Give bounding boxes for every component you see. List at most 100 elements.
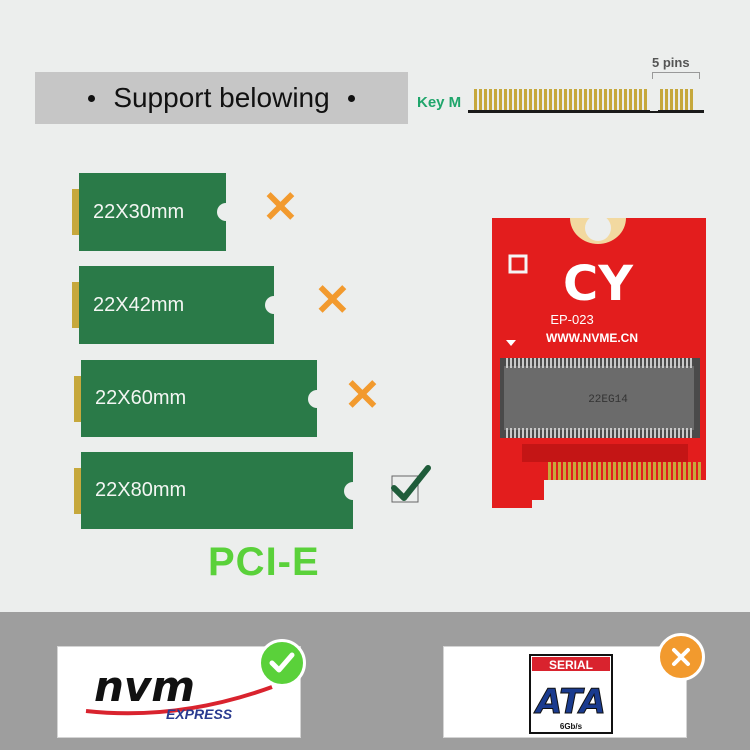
pin: [542, 358, 544, 368]
pin: [484, 89, 487, 110]
pin: [626, 428, 628, 438]
card-edge-connector: [74, 468, 81, 514]
card-edge-connector: [72, 189, 79, 235]
pin: [643, 462, 646, 480]
pin: [546, 358, 548, 368]
pin: [518, 358, 520, 368]
pin: [618, 358, 620, 368]
svg-text:SERIAL: SERIAL: [549, 658, 593, 672]
pin: [662, 428, 664, 438]
pin: [564, 89, 567, 110]
pin: [529, 89, 532, 110]
pin: [638, 358, 640, 368]
pin: [658, 462, 661, 480]
pin: [678, 358, 680, 368]
nvme-logo: nvm EXPRESS: [85, 662, 273, 722]
pin: [544, 89, 547, 110]
pin: [686, 358, 688, 368]
pin: [546, 428, 548, 438]
nvme-supported-check-icon: [258, 639, 306, 687]
pin: [614, 89, 617, 110]
pin: [675, 89, 678, 110]
pin: [606, 428, 608, 438]
pin: [514, 89, 517, 110]
pin: [570, 358, 572, 368]
pin: [504, 89, 507, 110]
pcie-label: PCI-E: [208, 540, 320, 584]
pin: [584, 89, 587, 110]
pin: [685, 89, 688, 110]
pin: [666, 428, 668, 438]
board-brand: CY: [563, 256, 634, 312]
pin: [686, 428, 688, 438]
pin: [680, 89, 683, 110]
pin: [678, 428, 680, 438]
card-label: 22X60mm: [95, 387, 187, 409]
pin: [579, 89, 582, 110]
card-edge-connector: [72, 282, 79, 328]
card-notch: [344, 481, 362, 500]
pin: [530, 428, 532, 438]
pin: [618, 428, 620, 438]
pin: [668, 462, 671, 480]
pin: [514, 428, 516, 438]
ssd-card-2230: 22X30mm: [72, 173, 235, 251]
pin: [542, 428, 544, 438]
pin: [526, 428, 528, 438]
pin: [550, 358, 552, 368]
ssd-card-2260: 22X60mm: [74, 360, 326, 437]
pin: [646, 428, 648, 438]
pin: [646, 358, 648, 368]
pin: [510, 358, 512, 368]
pin: [603, 462, 606, 480]
board-model: EP-023: [550, 312, 593, 327]
bullet-icon: [347, 94, 355, 102]
pin: [562, 358, 564, 368]
pin: [509, 89, 512, 110]
pin: [662, 358, 664, 368]
pin: [628, 462, 631, 480]
pin: [598, 462, 601, 480]
svg-text:nvm: nvm: [94, 662, 195, 711]
pin: [559, 89, 562, 110]
card-notch: [217, 203, 235, 221]
pin: [598, 428, 600, 438]
pin: [613, 462, 616, 480]
pin: [634, 358, 636, 368]
svg-text:ATA: ATA: [533, 682, 606, 722]
pin: [568, 462, 571, 480]
pin: [688, 462, 691, 480]
pin: [642, 428, 644, 438]
pin: [644, 89, 647, 110]
pin: [650, 428, 652, 438]
pin: [550, 428, 552, 438]
pin: [604, 89, 607, 110]
key-m-label: Key M: [417, 94, 462, 111]
pin: [590, 358, 592, 368]
sata-unsupported-cross-icon: [657, 633, 705, 681]
pin: [582, 428, 584, 438]
pin: [499, 89, 502, 110]
pin: [630, 428, 632, 438]
pin: [582, 358, 584, 368]
pin: [589, 89, 592, 110]
pin: [583, 462, 586, 480]
bullet-icon: [88, 94, 96, 102]
pin: [654, 358, 656, 368]
pin: [622, 428, 624, 438]
sata-logo-box: SERIAL ATA 6Gb/s: [443, 646, 687, 738]
pin: [506, 428, 508, 438]
pin: [586, 358, 588, 368]
pin: [474, 89, 477, 110]
ssd-card-2280: 22X80mm: [74, 452, 362, 529]
pin: [518, 428, 520, 438]
pin: [574, 358, 576, 368]
checkmark-icon: [391, 465, 431, 503]
pin: [599, 89, 602, 110]
pin: [549, 89, 552, 110]
pin: [678, 462, 681, 480]
pin: [619, 89, 622, 110]
pin: [598, 358, 600, 368]
pin: [522, 358, 524, 368]
banner-title: Support belowing: [113, 82, 330, 113]
